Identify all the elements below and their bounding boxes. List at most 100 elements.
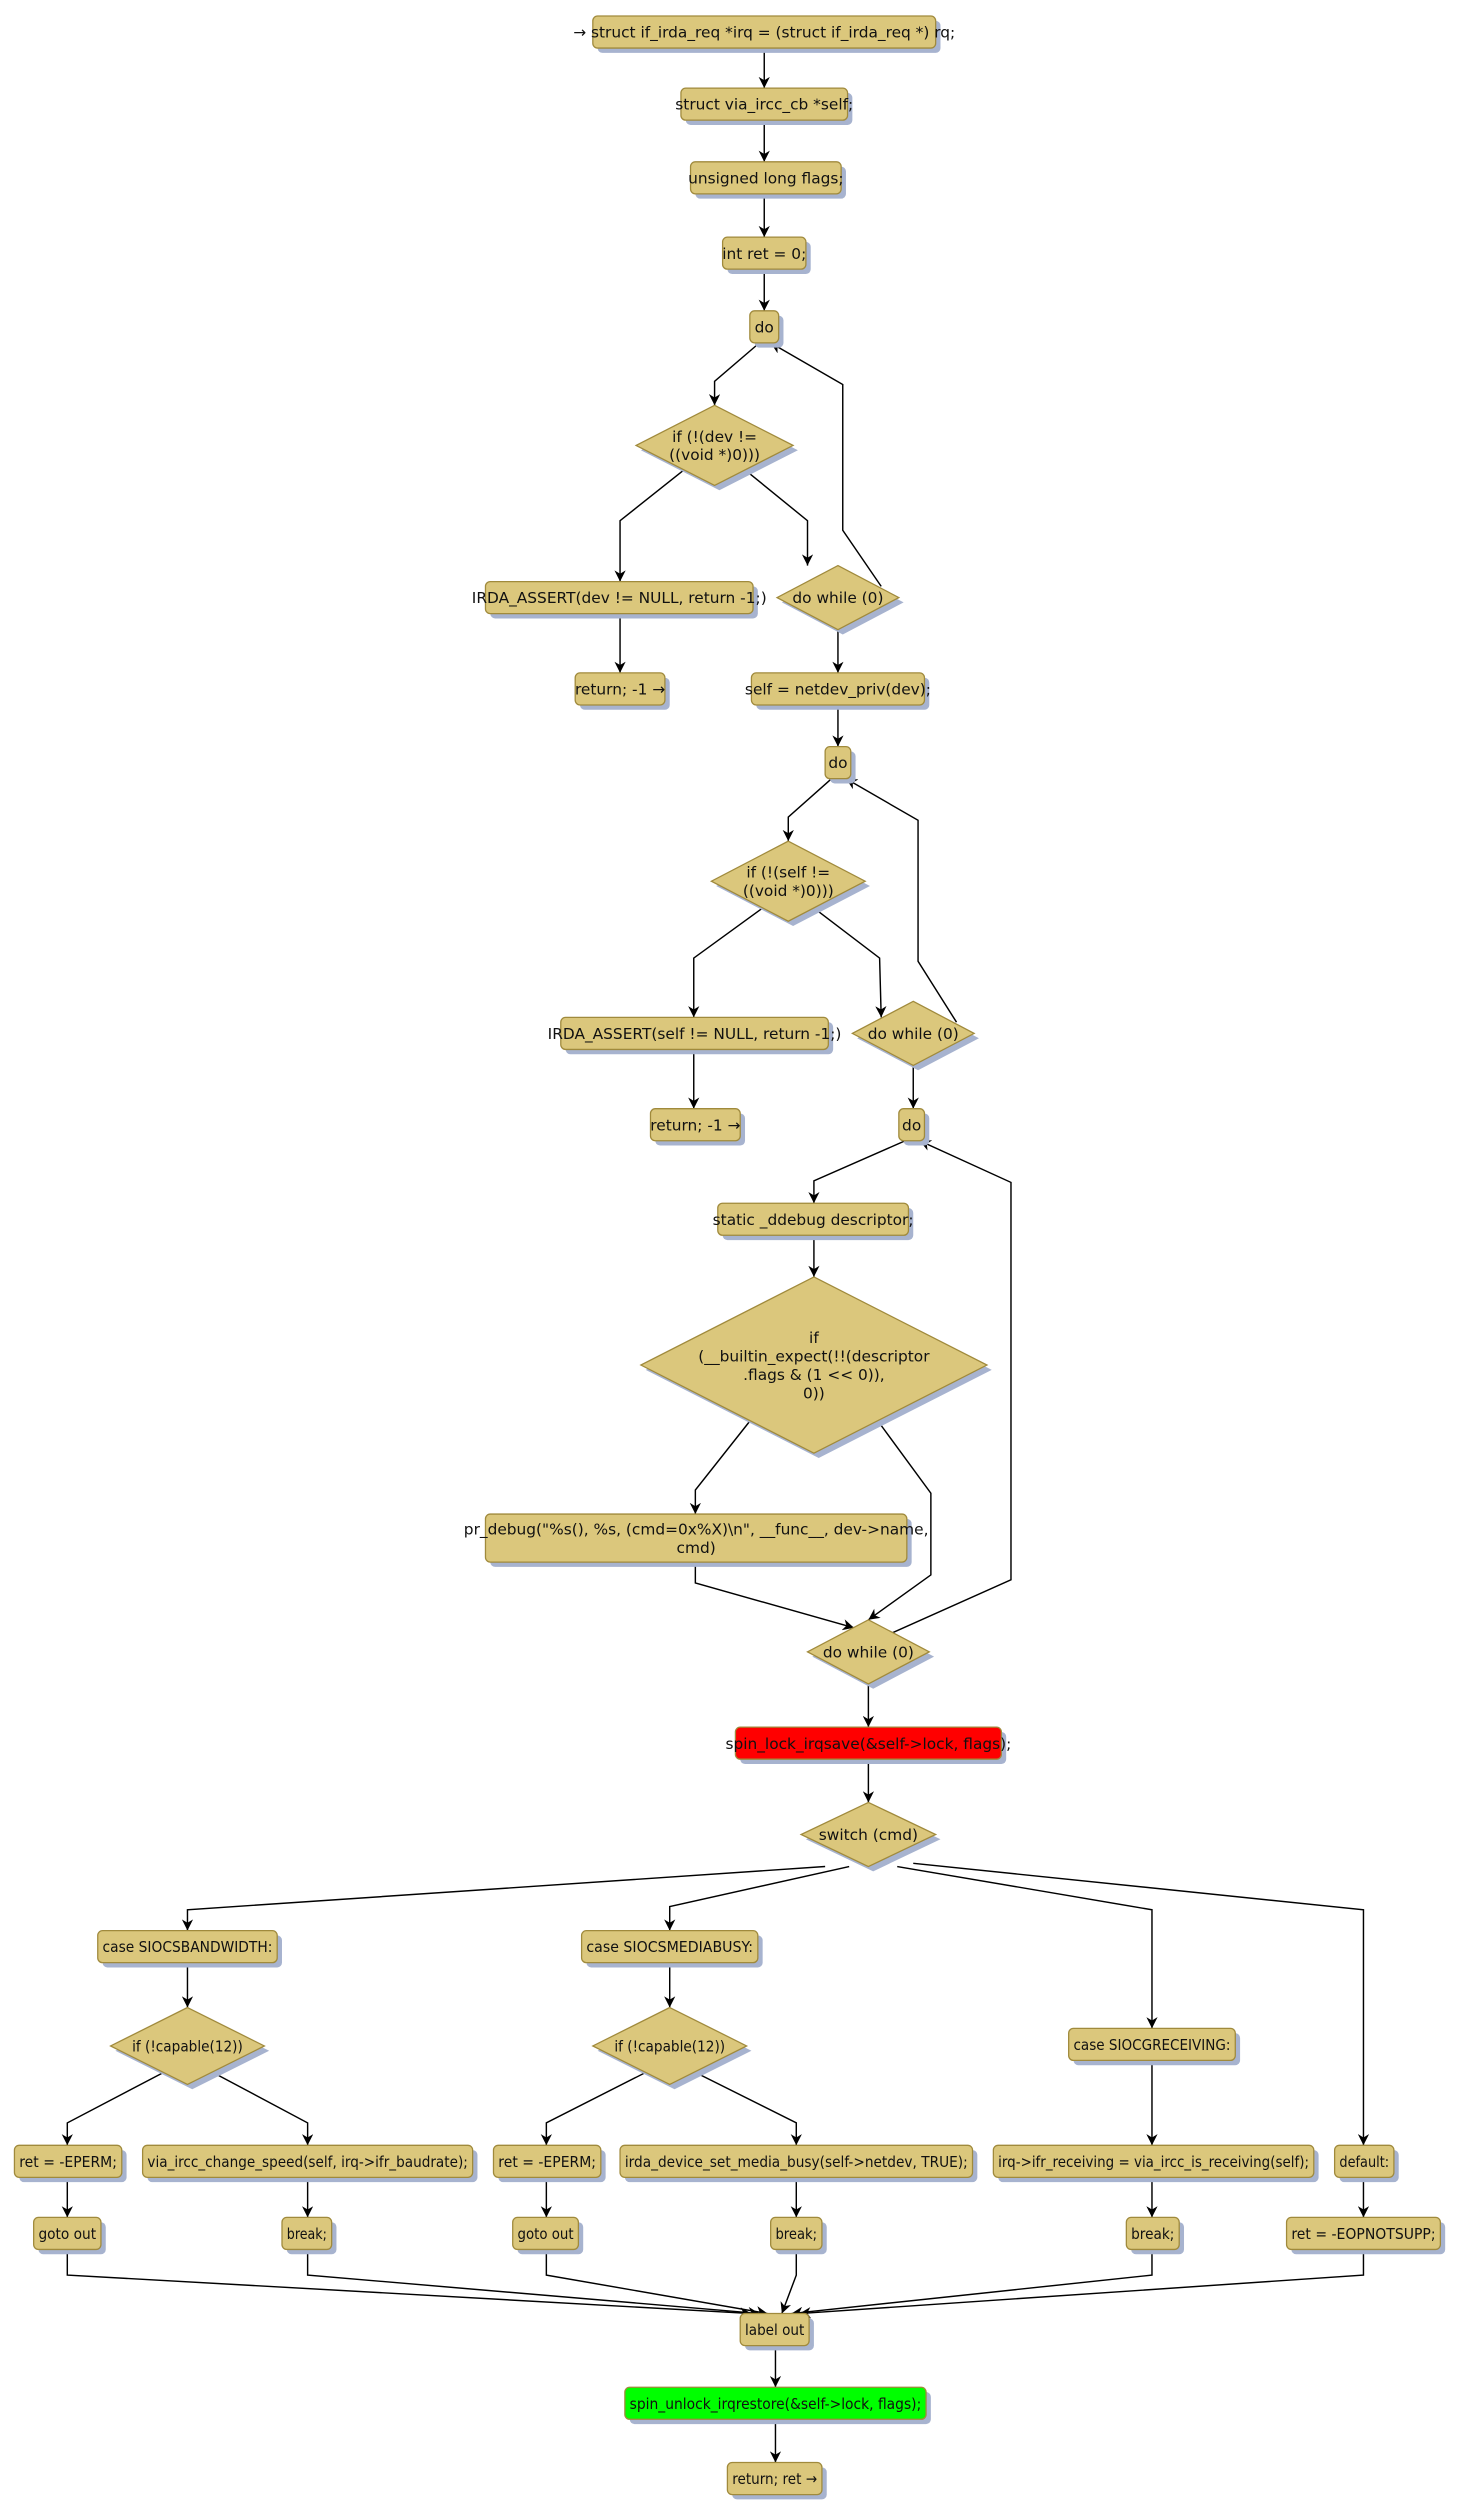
statement-node[interactable]: goto out [33,2216,106,2255]
node-box [898,1108,926,1142]
statement-node[interactable]: case SIOCGRECEIVING: [1068,2027,1241,2066]
statement-node[interactable]: ret = -EOPNOTSUPP; [1285,2216,1446,2255]
flow-arrow [708,342,760,406]
decision-node[interactable]: if(__builtin_expect(!!(descriptor.flags … [639,1276,992,1458]
node-box [580,1929,759,1964]
decision-node[interactable]: if (!capable(12)) [109,2006,270,2090]
node-label: via_ircc_change_speed(self, irq->ifr_bau… [147,2153,467,2172]
decision-node[interactable]: do while (0) [775,564,904,635]
node-diamond [775,564,901,631]
node-box [624,2386,927,2420]
decision-node[interactable]: do while (0) [806,1619,935,1689]
node-label: int ret = 0; [722,245,806,263]
statement-node[interactable]: ret = -EPERM; [13,2144,127,2183]
statement-node[interactable]: break; [1125,2216,1185,2255]
node-label: break; [287,2225,327,2243]
node-label: ret = -EOPNOTSUPP; [1291,2225,1435,2243]
statement-node[interactable]: do [749,310,784,348]
statement-node[interactable]: break; [770,2216,827,2255]
node-label: goto out [518,2225,574,2243]
statement-node[interactable]: pr_debug("%s(), %s, (cmd=0x%X)\n", __fun… [464,1513,929,1567]
statement-node[interactable]: static _ddebug descriptor; [713,1202,914,1241]
node-label: irda_device_set_media_busy(self->netdev,… [625,2153,968,2172]
statement-node[interactable]: irq->ifr_receiving = via_ircc_is_receivi… [992,2144,1319,2183]
node-label: return; ret → [732,2470,817,2488]
node-diamond [806,1619,931,1685]
statement-node[interactable]: case SIOCSMEDIABUSY: [580,1929,763,1968]
node-box [824,745,852,780]
node-label: do while (0) [792,589,883,607]
node-diamond [850,1000,976,1067]
flow-arrow [694,1562,855,1631]
decision-node[interactable]: switch (cmd) [799,1801,941,1872]
node-box [1068,2027,1236,2062]
node-box [619,2144,974,2178]
edges [61,48,1370,2463]
node-box [680,87,849,121]
statement-node[interactable]: spin_lock_irqsave(&self->lock, flags); [725,1726,1011,1764]
statement-node[interactable]: default: [1333,2144,1399,2183]
flow-arrow [811,906,887,1018]
statement-node[interactable]: case SIOCSBANDWIDTH: [97,1929,282,1968]
statement-node[interactable]: return; -1 → [649,1108,746,1146]
flow-arrow [181,1865,826,1931]
node-diamond [109,2006,266,2086]
decision-node[interactable]: do while (0) [850,1000,979,1071]
statement-node[interactable]: do [898,1108,930,1146]
node-label: default: [1339,2153,1389,2171]
statement-node[interactable]: via_ircc_change_speed(self, irq->ifr_bau… [141,2144,478,2183]
node-label: return; -1 → [650,1116,740,1134]
statement-node[interactable]: IRDA_ASSERT(dev != NULL, return -1;) [472,580,767,619]
decision-node[interactable]: if (!(self !=((void *)0))) [709,840,870,927]
statement-node[interactable]: return; ret → [726,2461,827,2500]
node-diamond [591,2006,749,2086]
node-label: case SIOCSBANDWIDTH: [103,1938,273,1956]
node-label: if (!(dev !=((void *)0))) [669,428,760,464]
node-label: do while (0) [823,1643,914,1661]
flow-arrow [545,2249,768,2318]
node-box [739,2312,810,2347]
statement-node[interactable]: spin_unlock_irqrestore(&self->lock, flag… [624,2386,931,2425]
statement-node[interactable]: self = netdev_priv(dev); [745,672,931,710]
node-label: do [828,754,847,772]
node-box [992,2144,1315,2178]
node-label: case SIOCSMEDIABUSY: [586,1938,753,1956]
statement-node[interactable]: unsigned long flags; [688,161,846,199]
node-label: IRDA_ASSERT(self != NULL, return -1;) [548,1025,842,1044]
flow-arrow [799,2249,1365,2319]
flow-arrow [690,2069,802,2146]
statement-node[interactable]: break; [281,2216,337,2255]
decision-node[interactable]: if (!capable(12)) [591,2006,752,2090]
node-box [13,2144,123,2178]
statement-node[interactable]: → struct if_irda_req *irq = (struct if_i… [573,15,955,53]
flow-arrow [770,342,882,587]
statement-node[interactable]: do [824,745,856,784]
statement-node[interactable]: IRDA_ASSERT(self != NULL, return -1;) [548,1016,842,1055]
node-label: static _ddebug descriptor; [713,1211,914,1230]
node-label: spin_unlock_irqrestore(&self->lock, flag… [630,2395,922,2414]
statement-node[interactable]: ret = -EPERM; [492,2144,606,2183]
node-label: self = netdev_priv(dev); [745,681,931,700]
node-label: spin_lock_irqsave(&self->lock, flags); [725,1735,1011,1754]
decision-node[interactable]: if (!(dev !=((void *)0))) [634,404,798,491]
node-diamond [799,1801,938,1868]
node-diamond [634,404,795,487]
node-label: break; [775,2225,817,2243]
statement-node[interactable]: struct via_ircc_cb *self; [675,87,853,125]
node-label: break; [1131,2225,1174,2243]
node-label: ret = -EPERM; [19,2153,117,2171]
nodes: → struct if_irda_req *irq = (struct if_i… [13,15,1446,2500]
statement-node[interactable]: label out [739,2312,814,2351]
node-box [749,310,780,344]
statement-node[interactable]: int ret = 0; [721,236,811,274]
statement-node[interactable]: irda_device_set_media_busy(self->netdev,… [619,2144,978,2183]
node-label: do [755,318,774,336]
statement-node[interactable]: goto out [512,2216,584,2255]
statement-node[interactable]: return; -1 → [574,672,670,710]
node-label: ret = -EPERM; [498,2153,596,2171]
flow-arrow [780,2249,798,2314]
node-label: return; -1 → [575,681,665,699]
node-label: irq->ifr_receiving = via_ircc_is_receivi… [998,2153,1309,2172]
node-box [492,2144,602,2178]
